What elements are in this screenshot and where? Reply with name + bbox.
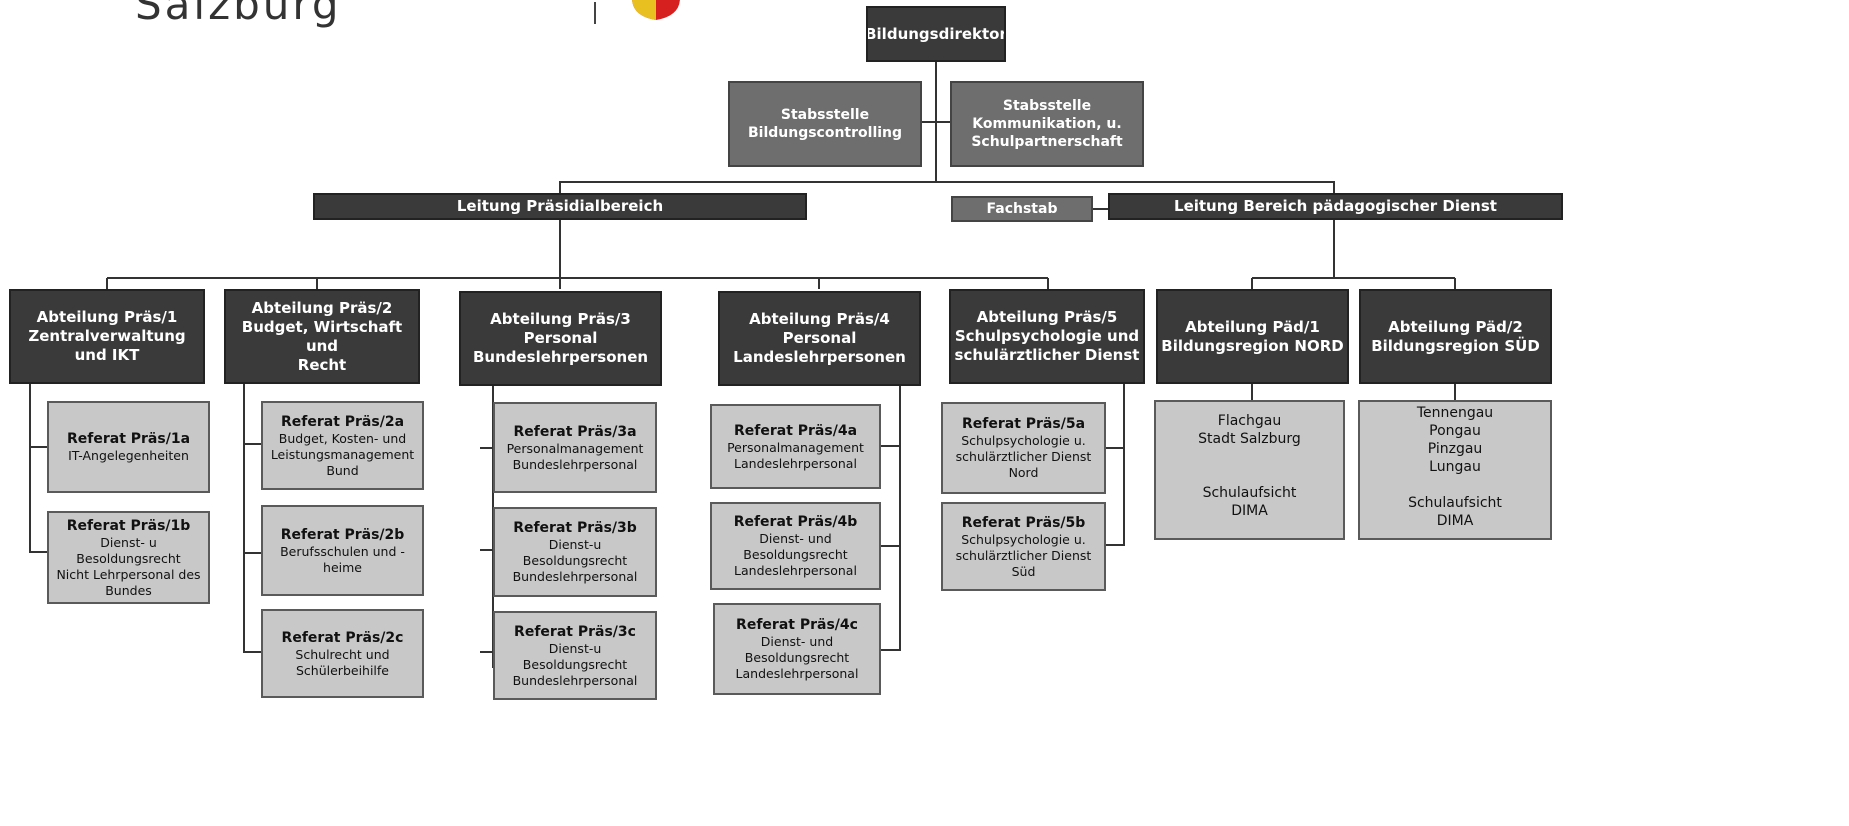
department-title: Abteilung Päd/1 Bildungsregion NORD: [1161, 317, 1344, 355]
leitung-praesidial-bar: Leitung Präsidialbereich: [313, 193, 807, 220]
department-title: Abteilung Präs/5 Schulpsychologie und sc…: [954, 308, 1140, 364]
department-box-paed2: Abteilung Päd/2 Bildungsregion SÜD: [1359, 289, 1552, 384]
department-box-praes3: Abteilung Präs/3 Personal Bundeslehrpers…: [459, 291, 662, 386]
unit-box-praes1a: Referat Präs/1a IT-Angelegenheiten: [47, 401, 210, 493]
unit-box-praes2c: Referat Präs/2c Schulrecht und Schülerbe…: [261, 609, 424, 698]
director-title: Bildungsdirektor: [866, 24, 1006, 43]
department-box-praes2: Abteilung Präs/2 Budget, Wirtschaft und …: [224, 289, 420, 384]
unit-description: Dienst-u Besoldungsrecht Bundeslehrperso…: [512, 640, 638, 688]
unit-box-praes4a: Referat Präs/4a Personalmanagement Lande…: [710, 404, 881, 489]
unit-title: Referat Präs/2b: [280, 526, 405, 543]
staff-title: Stabsstelle Kommunikation, u. Schulpartn…: [971, 98, 1123, 150]
unit-description: IT-Angelegenheiten: [68, 448, 189, 463]
unit-box-praes5a: Referat Präs/5a Schulpsychologie u. schu…: [941, 402, 1106, 494]
unit-description: Dienst- u Besoldungsrecht Nicht Lehrpers…: [56, 534, 201, 598]
unit-title: Referat Präs/5a: [961, 416, 1086, 432]
unit-description: Dienst- und Besoldungsrecht Landeslehrpe…: [735, 634, 859, 681]
unit-box-praes2b: Referat Präs/2b Berufsschulen und -heime: [261, 505, 424, 596]
unit-title: Referat Präs/2a: [280, 413, 405, 430]
unit-title: Referat Präs/2c: [281, 629, 404, 646]
salzburg-wordmark: Salzburg: [135, 0, 342, 29]
unit-description: Dienst-u Besoldungsrecht Bundeslehrperso…: [512, 537, 638, 584]
unit-box-praes4b: Referat Präs/4b Dienst- und Besoldungsre…: [710, 502, 881, 590]
region-box-sued: Tennengau Pongau Pinzgau Lungau Schulauf…: [1358, 400, 1552, 540]
unit-description: Dienst- und Besoldungsrecht Landeslehrpe…: [734, 531, 857, 578]
department-box-praes4: Abteilung Präs/4 Personal Landeslehrpers…: [718, 291, 921, 386]
unit-title: Referat Präs/4b: [733, 514, 858, 530]
department-title: Abteilung Präs/4 Personal Landeslehrpers…: [733, 310, 906, 366]
unit-box-praes3b: Referat Präs/3b Dienst-u Besoldungsrecht…: [493, 507, 657, 597]
leitung-paedagogik-bar: Leitung Bereich pädagogischer Dienst: [1108, 193, 1563, 220]
unit-description: Personalmanagement Landeslehrpersonal: [727, 439, 864, 471]
department-box-praes5: Abteilung Präs/5 Schulpsychologie und sc…: [949, 289, 1145, 384]
logo-divider: [594, 2, 596, 24]
unit-box-praes4c: Referat Präs/4c Dienst- und Besoldungsre…: [713, 603, 881, 695]
region-box-nord: Flachgau Stadt Salzburg Schulaufsicht DI…: [1154, 400, 1345, 540]
unit-box-praes1b: Referat Präs/1b Dienst- u Besoldungsrech…: [47, 511, 210, 604]
unit-description: Personalmanagement Bundeslehrpersonal: [506, 440, 644, 472]
leitung-title: Leitung Präsidialbereich: [456, 197, 664, 215]
unit-description: Schulpsychologie u. schulärztlicher Dien…: [955, 433, 1092, 480]
department-box-praes1: Abteilung Präs/1 Zentralverwaltung und I…: [9, 289, 205, 384]
unit-title: Referat Präs/3a: [513, 423, 637, 440]
unit-box-praes5b: Referat Präs/5b Schulpsychologie u. schu…: [941, 502, 1106, 591]
coat-of-arms-icon: [632, 0, 680, 20]
unit-title: Referat Präs/1a: [66, 431, 191, 447]
staff-title: Stabsstelle Bildungscontrolling: [747, 107, 903, 141]
department-title: Abteilung Präs/2 Budget, Wirtschaft und …: [241, 298, 403, 374]
staff-unit-controlling: Stabsstelle Bildungscontrolling: [728, 81, 922, 167]
unit-box-praes3c: Referat Präs/3c Dienst-u Besoldungsrecht…: [493, 611, 657, 700]
unit-description: Budget, Kosten- und Leistungsmanagement …: [270, 430, 415, 478]
unit-title: Referat Präs/4a: [733, 422, 858, 439]
fachstab-title: Fachstab: [986, 201, 1058, 217]
department-title: Abteilung Päd/2 Bildungsregion SÜD: [1371, 317, 1540, 355]
unit-title: Referat Präs/3c: [514, 623, 636, 640]
unit-box-praes3a: Referat Präs/3a Personalmanagement Bunde…: [493, 402, 657, 493]
staff-unit-communication: Stabsstelle Kommunikation, u. Schulpartn…: [950, 81, 1144, 167]
unit-description: Schulrecht und Schülerbeihilfe: [295, 646, 390, 678]
department-box-paed1: Abteilung Päd/1 Bildungsregion NORD: [1156, 289, 1349, 384]
unit-description: Schulpsychologie u. schulärztlicher Dien…: [955, 531, 1092, 579]
region-list: Flachgau Stadt Salzburg Schulaufsicht DI…: [1198, 413, 1301, 519]
unit-title: Referat Präs/5b: [961, 514, 1086, 531]
leitung-title: Leitung Bereich pädagogischer Dienst: [1174, 197, 1497, 215]
department-title: Abteilung Präs/1 Zentralverwaltung und I…: [28, 308, 186, 364]
department-title: Abteilung Präs/3 Personal Bundeslehrpers…: [472, 310, 649, 366]
fachstab-box: Fachstab: [951, 196, 1093, 222]
region-list: Tennengau Pongau Pinzgau Lungau Schulauf…: [1408, 405, 1502, 529]
unit-title: Referat Präs/3b: [513, 520, 637, 536]
director-box: Bildungsdirektor: [866, 6, 1006, 62]
unit-title: Referat Präs/4c: [736, 617, 858, 633]
unit-description: Berufsschulen und -heime: [280, 543, 405, 575]
unit-title: Referat Präs/1b: [66, 517, 191, 534]
unit-box-praes2a: Referat Präs/2a Budget, Kosten- und Leis…: [261, 401, 424, 490]
